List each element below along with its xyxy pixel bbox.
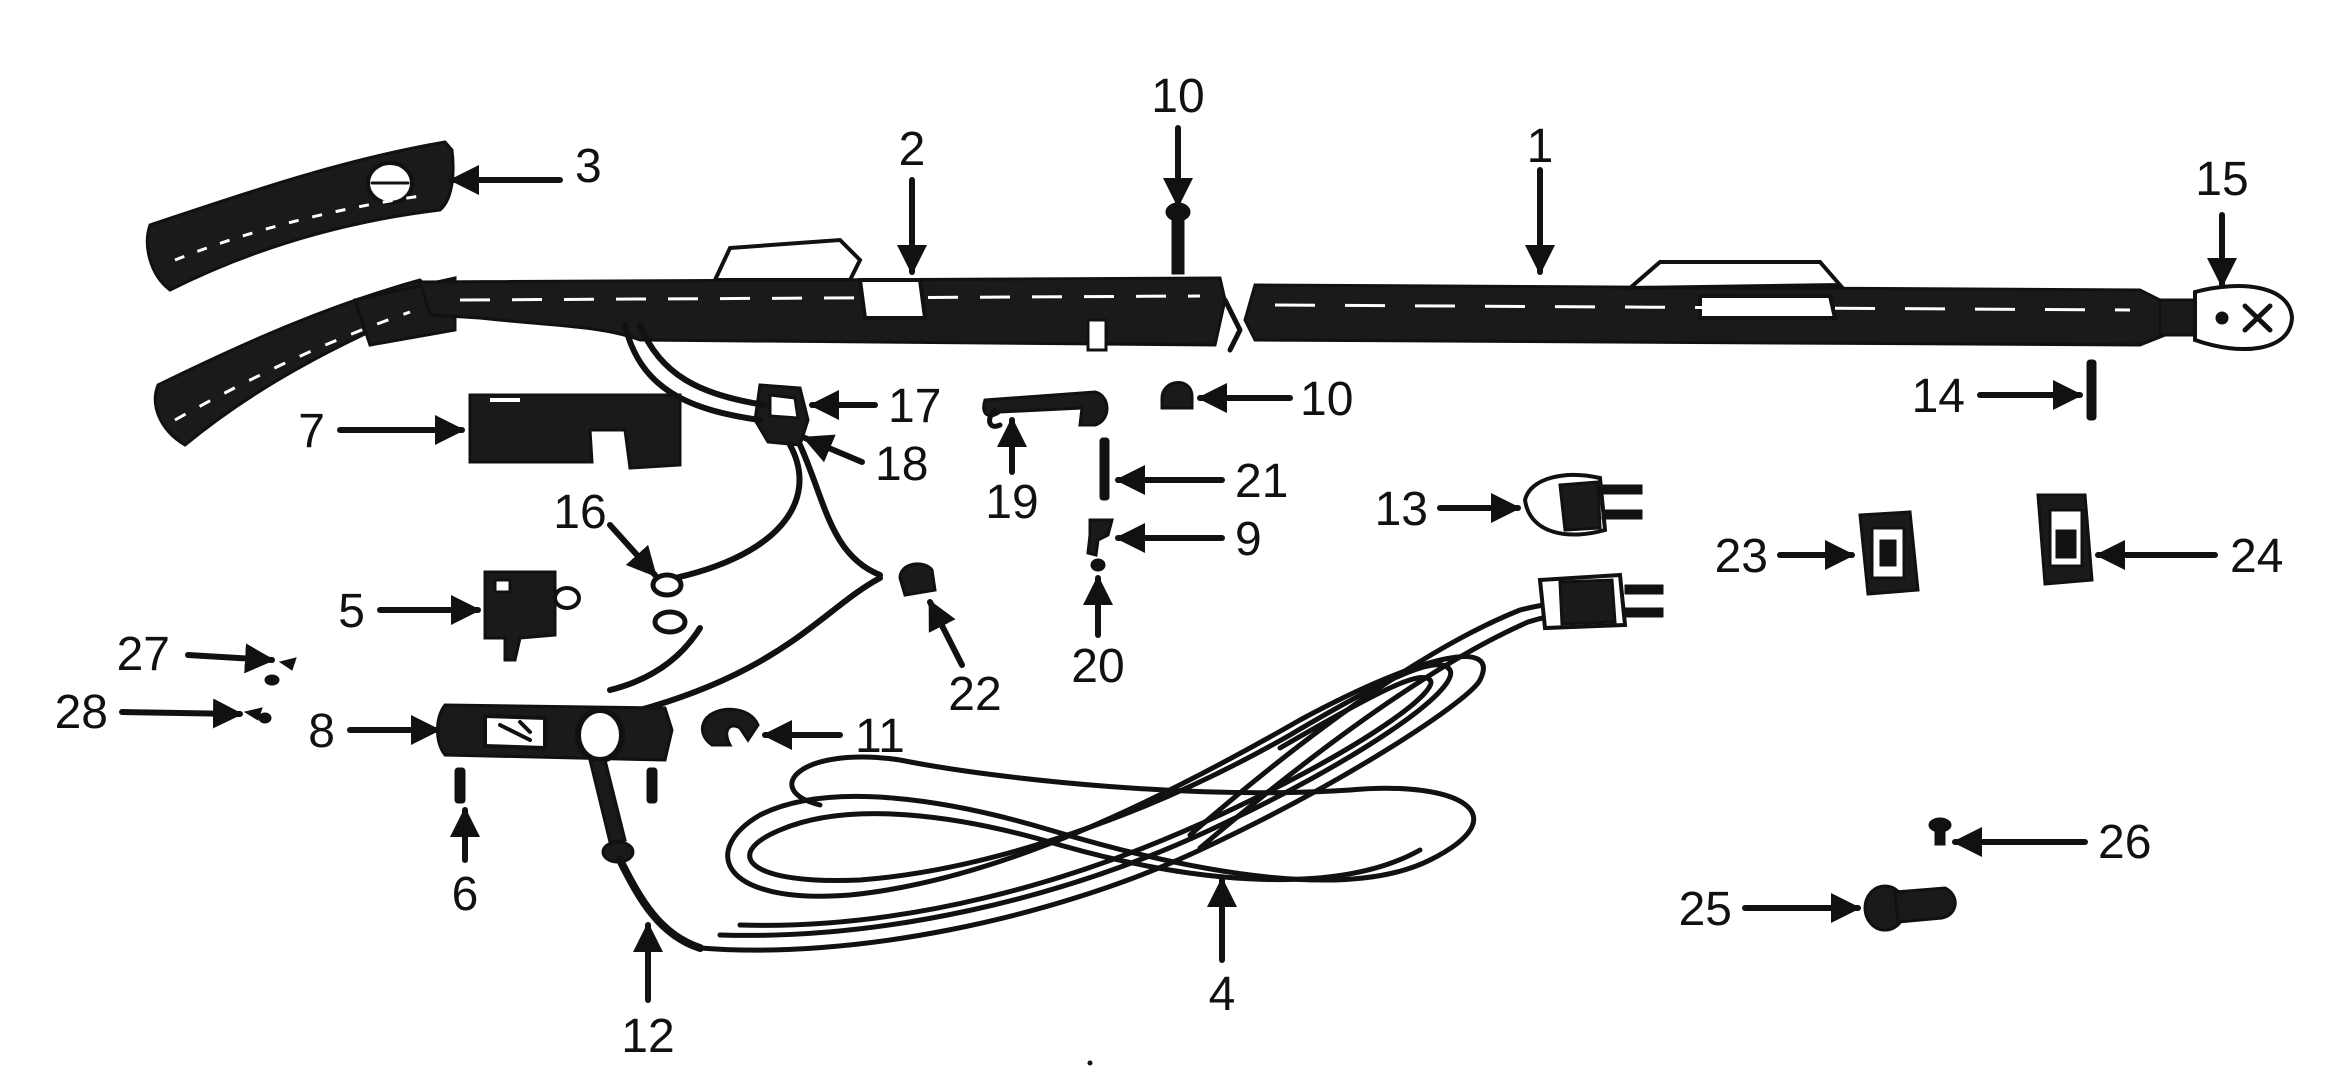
label-part-20: 20 — [1071, 640, 1124, 693]
cord-clip — [700, 707, 760, 747]
label-plate-23 — [1858, 510, 1920, 596]
label-part-12: 12 — [621, 1010, 674, 1063]
internal-wires — [597, 322, 883, 723]
label-part-25: 25 — [1679, 883, 1732, 936]
hook-fastener — [1086, 518, 1114, 557]
label-part-3: 3 — [575, 140, 602, 193]
wire-connector-block — [753, 383, 810, 447]
stray-dot — [1087, 1060, 1093, 1066]
cord-housing — [436, 703, 674, 763]
knob-25 — [1863, 884, 1957, 932]
label-part-21: 21 — [1235, 455, 1288, 508]
label-part-16: 16 — [553, 486, 606, 539]
label-part-14: 14 — [1912, 370, 1965, 423]
label-plate-24 — [2036, 493, 2094, 586]
housing-screw-6 — [454, 767, 658, 804]
switch-part — [483, 570, 581, 662]
screw-top — [1165, 202, 1191, 275]
replacement-plug — [1522, 473, 1643, 537]
label-part-18: 18 — [875, 438, 928, 491]
washer-20 — [1090, 558, 1106, 572]
label-part-26: 26 — [2098, 816, 2151, 869]
label-part-7: 7 — [298, 405, 325, 458]
wire-nut — [898, 562, 937, 597]
label-part-19: 19 — [985, 476, 1038, 529]
nut-part — [1160, 381, 1194, 410]
label-part-13: 13 — [1375, 483, 1428, 536]
label-part-1: 1 — [1527, 120, 1554, 173]
label-part-6: 6 — [452, 868, 479, 921]
small-part-27b — [264, 674, 280, 686]
screw-26 — [1928, 817, 1952, 846]
label-part-2: 2 — [899, 123, 926, 176]
upper-handle-tube — [417, 237, 1227, 352]
part-number-labels: 1 2 3 4 5 6 7 8 9 10 10 11 12 13 14 15 1… — [55, 70, 2284, 1063]
small-part-28b — [258, 712, 272, 724]
cord-hook — [982, 390, 1109, 429]
label-part-24: 24 — [2230, 530, 2283, 583]
label-part-5: 5 — [338, 585, 365, 638]
label-part-8: 8 — [308, 705, 335, 758]
label-part-22: 22 — [948, 668, 1001, 721]
label-part-27: 27 — [117, 628, 170, 681]
cover-plate — [468, 393, 682, 470]
hook-pin — [1099, 437, 1110, 501]
label-part-11: 11 — [855, 710, 905, 763]
ring-terminal-16 — [650, 572, 688, 635]
label-part-10-top: 10 — [1151, 70, 1204, 123]
lower-handle-tube — [1222, 260, 2167, 353]
label-part-4: 4 — [1209, 968, 1236, 1021]
cord-plug — [1537, 572, 1664, 631]
label-part-17: 17 — [888, 380, 941, 433]
label-part-9: 9 — [1235, 513, 1262, 566]
small-screw-27 — [278, 657, 297, 671]
small-screw-28 — [243, 707, 263, 721]
label-part-15: 15 — [2195, 153, 2248, 206]
label-part-28: 28 — [55, 686, 108, 739]
tube-end-connector — [2158, 284, 2295, 351]
label-part-23: 23 — [1715, 530, 1768, 583]
pin-part — [2086, 359, 2097, 421]
handle-grip-cover — [145, 140, 455, 292]
label-part-10-nut: 10 — [1300, 373, 1353, 426]
leader-arrows — [119, 125, 2237, 1003]
